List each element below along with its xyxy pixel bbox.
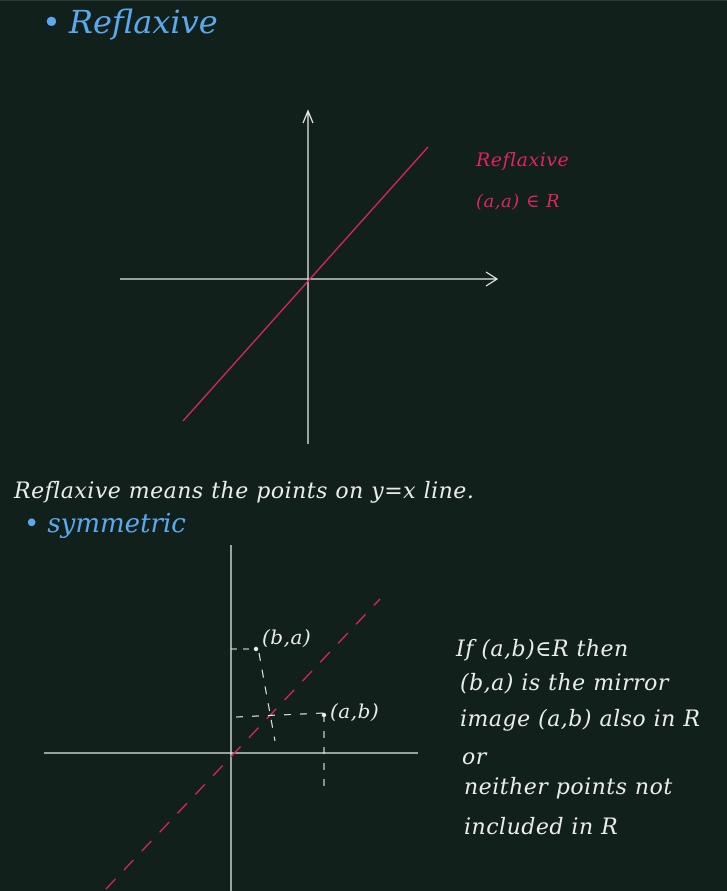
- identity-line: [182, 146, 429, 422]
- symmetric-explanation-line-1: If (a,b)∈R then: [456, 637, 629, 662]
- guide-ba-vertical: [258, 652, 276, 742]
- reflexive-x-arrowhead: [485, 271, 499, 287]
- symmetric-diagonal: [105, 598, 381, 890]
- reflexive-condition: (a,a) ∈ R: [476, 191, 561, 212]
- reflexive-label: Reflaxive: [476, 149, 570, 171]
- symmetric-explanation-line-2: (b,a) is the mirror: [460, 671, 669, 696]
- symmetric-explanation-line-6: included in R: [464, 815, 619, 840]
- symmetric-explanation-line-4: or: [462, 745, 487, 770]
- reflexive-meaning: Reflaxive means the points on y=x line.: [14, 479, 475, 504]
- reflexive-diagram: [120, 109, 499, 444]
- point-ab-marker: [321, 712, 327, 718]
- reflexive-y-arrowhead: [302, 109, 314, 124]
- symmetric-explanation-line-5: neither points not: [464, 775, 673, 800]
- point-ba-label: (b,a): [262, 625, 312, 649]
- point-ba-marker: [253, 646, 259, 652]
- symmetric-explanation-line-3: image (a,b) also in R: [460, 707, 701, 732]
- guide-ab-horizontal: [235, 712, 325, 718]
- reflexive-heading: •Reflaxive: [42, 3, 218, 41]
- symmetric-heading: •symmetric: [24, 509, 186, 539]
- point-ab-label: (a,b): [330, 699, 380, 723]
